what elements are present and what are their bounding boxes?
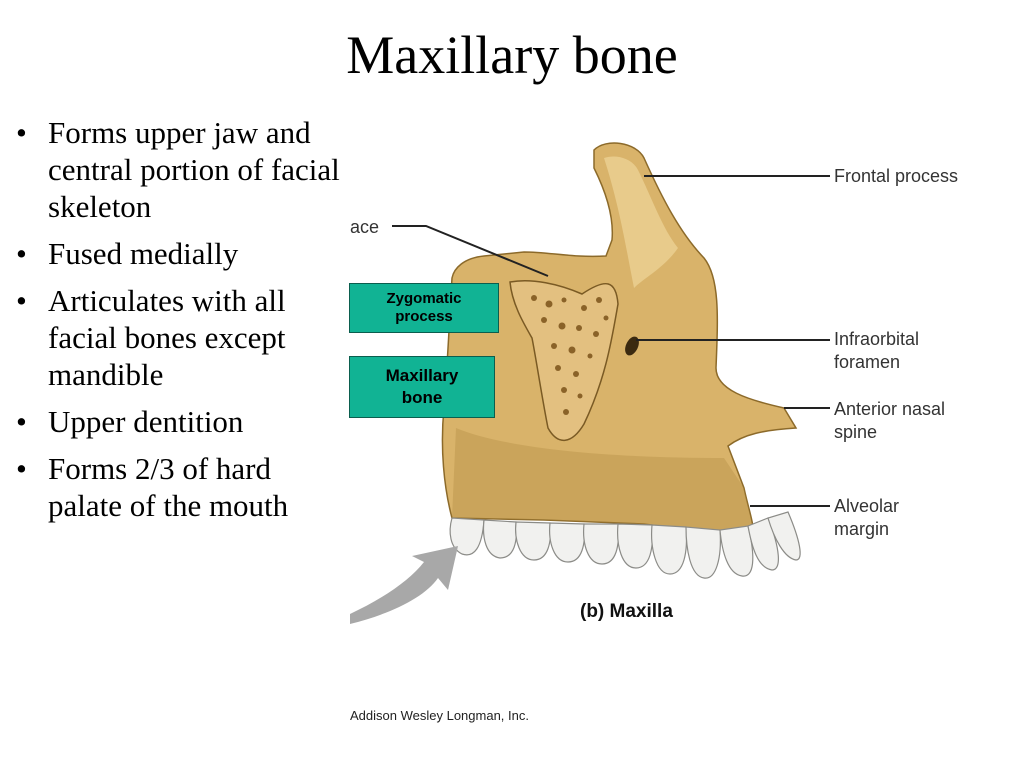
- direction-arrow: [350, 546, 458, 624]
- bullet-text: Forms upper jaw and central portion of f…: [48, 115, 340, 224]
- zygomatic-process-tag: Zygomatic process: [349, 283, 499, 333]
- label-line: Anterior nasal: [834, 399, 946, 419]
- label-line: spine: [834, 422, 878, 442]
- label-infraorbital-foramen: Infraorbital foramen: [834, 328, 919, 374]
- bullet-text: Fused medially: [48, 236, 239, 271]
- bullet-text: Articulates with all facial bones except…: [48, 283, 286, 392]
- slide-title: Maxillary bone: [346, 25, 678, 85]
- bullet-dot: •: [16, 283, 27, 318]
- bullet-dot: •: [16, 236, 27, 271]
- maxilla-illustration: [350, 142, 830, 624]
- label-line: Alveolar: [834, 496, 900, 516]
- spongy-bone-section: [509, 279, 619, 441]
- bullet-item: • Fused medially: [14, 235, 344, 272]
- bullet-dot: •: [16, 404, 27, 439]
- label-anterior-nasal-spine: Anterior nasal spine: [834, 398, 945, 444]
- figure-caption: (b) Maxilla: [580, 601, 673, 622]
- bullet-item: • Forms 2/3 of hard palate of the mouth: [14, 450, 344, 524]
- label-ace: ace: [350, 217, 380, 237]
- label-line: Infraorbital: [834, 329, 920, 349]
- label-line: margin: [834, 519, 890, 539]
- spongy-pores: [531, 295, 609, 415]
- tag-line: Zygomatic: [386, 290, 462, 307]
- bone-shadow: [452, 428, 753, 536]
- bullet-dot: •: [16, 115, 27, 150]
- label-frontal-process: Frontal process: [834, 166, 959, 186]
- bone-highlight: [604, 156, 678, 288]
- bullet-dot: •: [16, 451, 27, 486]
- bullet-item: • Upper dentition: [14, 403, 344, 440]
- label-alveolar-margin: Alveolar margin: [834, 495, 899, 541]
- infraorbital-foramen-hole: [625, 336, 639, 356]
- maxillary-bone-tag: Maxillary bone: [349, 356, 495, 418]
- leader-lines: [392, 175, 830, 507]
- figure-credit: Addison Wesley Longman, Inc.: [350, 708, 529, 723]
- label-line: foramen: [834, 352, 901, 372]
- bullet-item: • Forms upper jaw and central portion of …: [14, 114, 344, 225]
- bullet-text: Forms 2/3 of hard palate of the mouth: [48, 451, 289, 523]
- tag-line: Maxillary: [385, 366, 459, 385]
- maxilla-figure: Frontal process ace Infraorbital foramen…: [344, 128, 1024, 728]
- bullet-text: Upper dentition: [48, 404, 244, 439]
- tag-line: bone: [401, 388, 443, 407]
- bullet-item: • Articulates with all facial bones excep…: [14, 282, 344, 393]
- bullet-list: • Forms upper jaw and central portion of …: [14, 114, 344, 534]
- upper-teeth: [449, 511, 801, 579]
- tag-line: process: [395, 308, 453, 325]
